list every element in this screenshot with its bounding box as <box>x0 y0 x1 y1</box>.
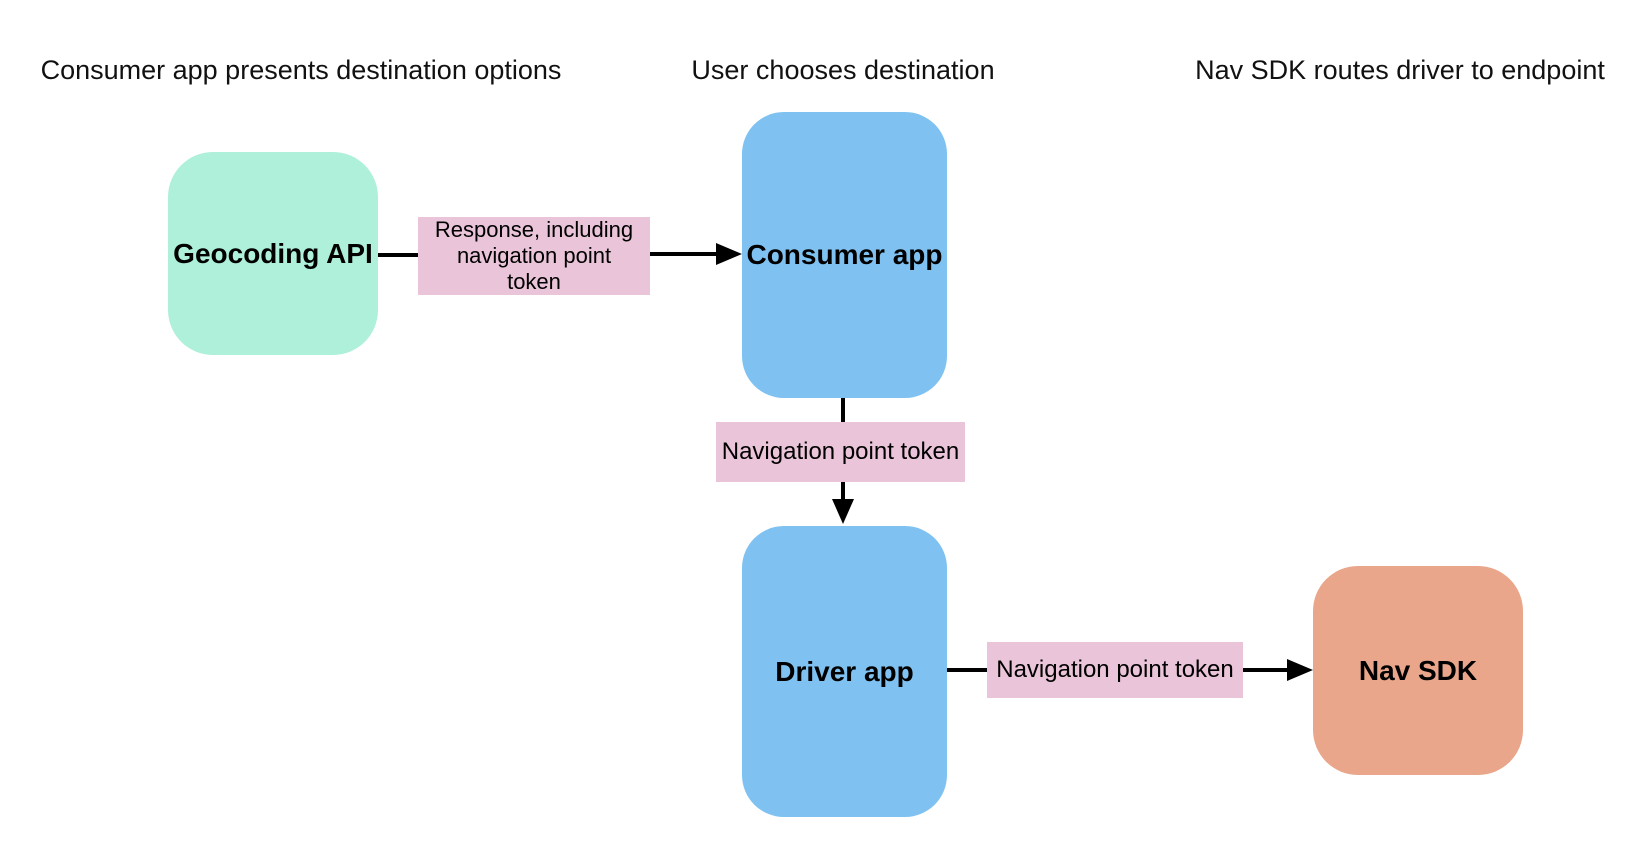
node-label-driver-app: Driver app <box>775 655 914 687</box>
edge-label-text: Navigation point token <box>721 438 960 465</box>
arrowhead-into-nav-sdk <box>1287 659 1313 681</box>
node-label-nav-sdk: Nav SDK <box>1358 654 1478 686</box>
edge-label-response-including-token: Response, including navigation point tok… <box>418 217 650 295</box>
node-consumer-app: Consumer app <box>742 112 947 398</box>
arrowhead-into-consumer-app <box>716 243 742 265</box>
node-label-consumer-app: Consumer app <box>746 239 943 270</box>
edge-label-navigation-point-token-2: Navigation point token <box>987 642 1243 698</box>
node-nav-sdk: Nav SDK <box>1313 566 1523 775</box>
node-label-geocoding-api: Geocoding API <box>173 237 373 269</box>
node-driver-app: Driver app <box>742 526 947 817</box>
edge-label-text: Response, including navigation point tok… <box>434 217 634 294</box>
node-geocoding-api: Geocoding API <box>168 152 378 355</box>
edge-label-navigation-point-token-1: Navigation point token <box>716 422 965 482</box>
edge-label-text: Navigation point token <box>996 656 1234 683</box>
column-header-user-chooses: User chooses destination <box>691 55 995 85</box>
column-header-navsdk-routes: Nav SDK routes driver to endpoint <box>1195 55 1605 85</box>
column-header-consumer-presents: Consumer app presents destination option… <box>40 55 562 85</box>
arrowhead-into-driver-app <box>832 499 854 524</box>
